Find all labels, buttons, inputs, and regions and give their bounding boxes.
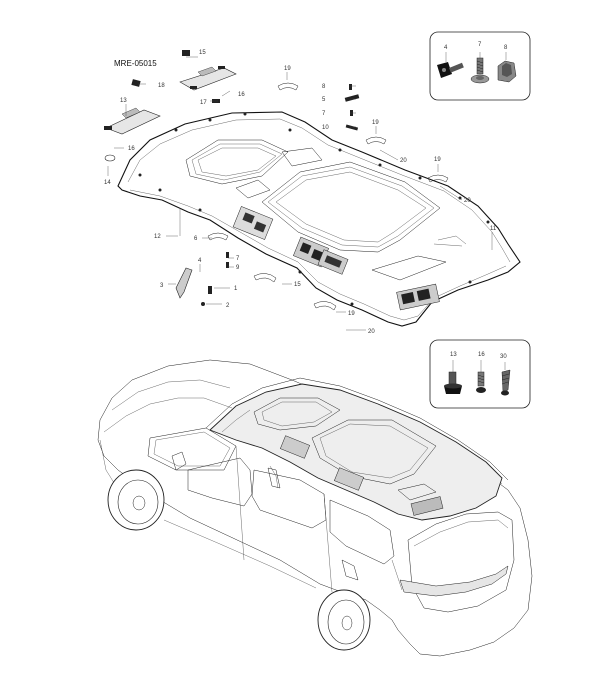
callout-30: 30 — [500, 354, 507, 360]
callout-16: 16 — [478, 352, 485, 358]
callout-10: 10 — [322, 125, 329, 131]
headliner-panel — [117, 111, 521, 327]
leader-lines — [107, 56, 493, 331]
callout-18: 18 — [158, 83, 165, 89]
wheel-icon — [317, 589, 371, 651]
reference-code: MRE-05015 — [114, 59, 157, 68]
callout-7: 7 — [478, 42, 482, 48]
callout-9: 9 — [236, 265, 240, 271]
clip-icon — [497, 52, 517, 83]
callout-4: 4 — [444, 45, 448, 51]
callout-5: 5 — [322, 97, 326, 103]
room-lamp-icon — [232, 206, 274, 240]
screw-icon — [501, 362, 511, 396]
sun-visor-left — [104, 107, 161, 135]
callout-11: 11 — [490, 226, 497, 232]
bolt-icon — [444, 360, 462, 394]
callout-12: 12 — [154, 234, 161, 240]
callout-20: 20 — [464, 198, 471, 204]
callout-16: 16 — [128, 146, 135, 152]
screw-icon — [476, 360, 486, 393]
callout-labels: 15 18 13 16 14 16 17 19 8 5 7 10 19 20 1… — [104, 50, 497, 335]
callout-7: 7 — [322, 111, 326, 117]
fastener-inset-bottom: 13 16 30 — [429, 339, 531, 409]
callout-20: 20 — [400, 158, 407, 164]
screw-icon — [470, 52, 490, 84]
callout-7: 7 — [236, 256, 240, 262]
callout-2: 2 — [226, 303, 230, 309]
callout-1: 1 — [234, 286, 238, 292]
callout-15: 15 — [199, 50, 206, 56]
sun-visor-right — [179, 66, 237, 91]
callout-4: 4 — [198, 258, 202, 264]
room-lamp-icon — [317, 249, 349, 275]
callout-13: 13 — [450, 352, 457, 358]
coat-hook-icon — [175, 267, 193, 299]
callout-3: 3 — [160, 283, 164, 289]
room-lamp-icon — [396, 283, 440, 311]
callout-16: 16 — [238, 92, 245, 98]
callout-8: 8 — [322, 84, 326, 90]
callout-15: 15 — [294, 282, 301, 288]
assist-grip-icon — [207, 82, 449, 311]
vehicle-body — [97, 359, 533, 657]
callout-14: 14 — [104, 180, 111, 186]
callout-19: 19 — [284, 66, 291, 72]
callout-8: 8 — [504, 45, 508, 51]
callout-13: 13 — [120, 98, 127, 104]
callout-20: 20 — [368, 329, 375, 335]
callout-19: 19 — [348, 311, 355, 317]
callout-17: 17 — [200, 100, 207, 106]
fastener-inset-top: 4 7 8 — [429, 31, 531, 101]
bolt-icon — [437, 52, 464, 78]
screw-icon — [201, 84, 360, 306]
wheel-icon — [107, 469, 165, 531]
installed-headliner — [209, 383, 503, 521]
callout-6: 6 — [194, 236, 198, 242]
callout-19: 19 — [434, 157, 441, 163]
callout-19: 19 — [372, 120, 379, 126]
